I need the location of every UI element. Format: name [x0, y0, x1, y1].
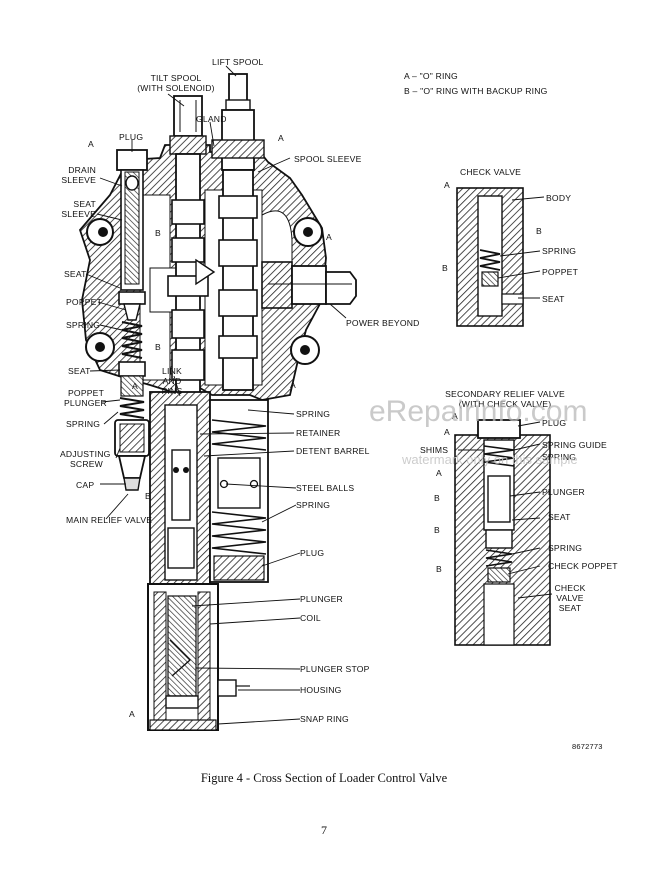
part-number: 8672773 [572, 742, 603, 751]
detent-solenoid-assembly [147, 391, 269, 731]
secondary-relief-a: A [436, 468, 442, 478]
secondary-relief-plug: PLUG [542, 418, 567, 428]
check-valve-body: BODY [546, 193, 572, 203]
label-seat-sleeve: SEAT [73, 199, 96, 209]
secondary-relief-valve: VALVE [556, 593, 584, 603]
secondary-relief-title: SECONDARY RELIEF VALVE [445, 389, 565, 399]
secondary-relief-check-poppet: CHECK POPPET [548, 561, 618, 571]
secondary-relief-b: B [436, 564, 442, 574]
secondary-relief-spring-2: SPRING [548, 543, 583, 553]
check-valve-inset [456, 187, 524, 327]
watermark-site: eRepairinfo.com [369, 395, 588, 428]
label-plunger: PLUNGER [300, 594, 343, 604]
label-housing: HOUSING [300, 685, 342, 695]
label-adjusting-screw: ADJUSTING [60, 449, 111, 459]
label-spring-r2: SPRING [296, 500, 331, 510]
label-main-relief-valve: MAIN RELIEF VALVE [66, 515, 153, 525]
lift-spool [195, 73, 265, 391]
label-lift-spool: LIFT SPOOL [212, 57, 264, 67]
label-a: A [326, 232, 332, 242]
secondary-relief-check-seat: SEAT [558, 603, 582, 613]
check-valve-a: A [444, 180, 450, 190]
label-a: A [88, 139, 94, 149]
secondary-relief-subtitle: (WITH CHECK VALVE) [458, 399, 552, 409]
label-poppet: POPPET [66, 297, 103, 307]
secondary-relief-seat: SEAT [548, 512, 571, 522]
legend-o-ring-backup: B – "O" RING WITH BACKUP RING [404, 86, 548, 96]
label-link: LINK [162, 366, 182, 376]
secondary-relief-b: B [434, 525, 440, 535]
secondary-relief-plunger: PLUNGER [542, 487, 585, 497]
label-spring-2: SPRING [66, 419, 101, 429]
power-beyond-fitting [261, 261, 357, 309]
secondary-relief-b: B [434, 493, 440, 503]
label-cap: CAP [76, 480, 95, 490]
secondary-relief-inset [454, 419, 551, 646]
label-seat-1: SEAT [64, 269, 87, 279]
label-and: AND [162, 376, 182, 386]
label-detent-barrel: DETENT BARREL [296, 446, 370, 456]
label-a: A [290, 380, 296, 390]
label-a: A [129, 709, 135, 719]
check-valve-title: CHECK VALVE [460, 167, 522, 177]
label-power-beyond: POWER BEYOND [346, 318, 420, 328]
label-steel-balls: STEEL BALLS [296, 483, 355, 493]
secondary-relief-shims: SHIMS [420, 445, 449, 455]
label-drain-sleeve: DRAIN [68, 165, 96, 175]
label-b: B [145, 491, 151, 501]
label-spring-r1: SPRING [296, 409, 331, 419]
label-poppet-plunger-2: PLUNGER [64, 398, 107, 408]
secondary-relief-a: A [444, 427, 450, 437]
label-drain-sleeve-2: SLEEVE [61, 175, 96, 185]
figure-caption: Figure 4 - Cross Section of Loader Contr… [200, 771, 448, 785]
label-seat-2: SEAT [68, 366, 91, 376]
label-plunger-stop: PLUNGER STOP [300, 664, 370, 674]
secondary-relief-spring-guide: SPRING GUIDE [542, 440, 607, 450]
label-seat-sleeve-2: SLEEVE [61, 209, 96, 219]
label-coil: COIL [300, 613, 321, 623]
label-b: B [155, 342, 161, 352]
secondary-relief-a: A [452, 411, 458, 421]
label-tilt-spool: TILT SPOOL [150, 73, 202, 83]
label-poppet-plunger: POPPET [68, 388, 105, 398]
label-spring-1: SPRING [66, 320, 101, 330]
label-plug-r: PLUG [300, 548, 325, 558]
label-plug-top: PLUG [119, 132, 144, 142]
secondary-relief-check: CHECK [554, 583, 586, 593]
label-pins: PINS [161, 386, 183, 396]
legend-o-ring: A – "O" RING [404, 71, 458, 81]
watermark-sample: watermark only on this sample [402, 452, 578, 467]
check-valve-b: B [536, 226, 542, 236]
check-valve-poppet: POPPET [542, 267, 579, 277]
label-tilt-spool-solenoid: (WITH SOLENOID) [137, 83, 215, 93]
label-retainer: RETAINER [296, 428, 341, 438]
main-relief-valve-assembly [114, 149, 150, 491]
check-valve-b: B [442, 263, 448, 273]
label-a: A [132, 381, 138, 391]
label-adjusting-screw-2: SCREW [70, 459, 103, 469]
label-b: B [155, 228, 161, 238]
label-spool-sleeve: SPOOL SLEEVE [294, 154, 362, 164]
leader-lines [85, 65, 553, 725]
check-valve-seat: SEAT [542, 294, 565, 304]
label-gland: GLAND [196, 114, 227, 124]
page-number: 7 [321, 823, 327, 837]
label-snap-ring: SNAP RING [300, 714, 349, 724]
check-valve-spring: SPRING [542, 246, 577, 256]
label-a: A [278, 133, 284, 143]
secondary-relief-spring-1: SPRING [542, 452, 577, 462]
